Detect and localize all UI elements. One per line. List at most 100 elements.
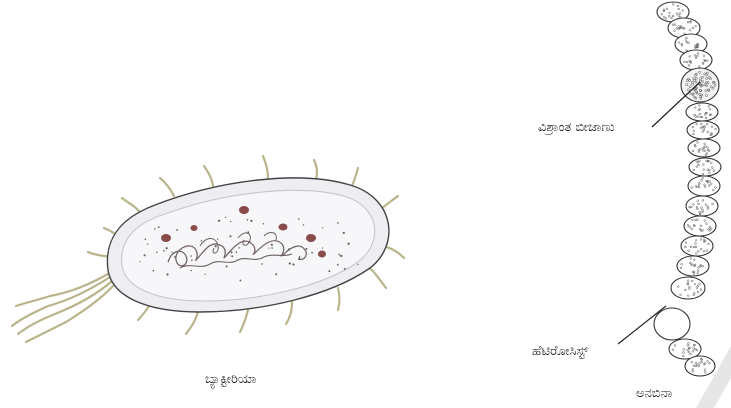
ribosome-dot <box>357 264 358 265</box>
watermark-mark <box>696 346 731 408</box>
ribosome-dot <box>337 264 339 266</box>
ribosome-dot <box>158 226 160 228</box>
ribosome-dot <box>226 265 228 267</box>
ribosome-dot <box>156 252 157 253</box>
flagellum <box>122 198 141 214</box>
ribosome-dot <box>204 274 205 275</box>
ribosome-dot <box>347 243 349 245</box>
ribosome-dot <box>218 220 220 222</box>
ribosome-dot <box>228 252 230 254</box>
akinete-label: ವಿಶ್ರಾಂತ ಬೀಜಾಣು <box>538 120 615 135</box>
ribosome-dot <box>230 221 231 222</box>
ribosome-dot <box>338 254 340 256</box>
ribosome-dot <box>311 252 313 254</box>
ribosome-dot <box>239 279 241 281</box>
akinete-cell <box>681 68 719 102</box>
anabaena-label: ಅನಬಿನಾ <box>636 386 672 401</box>
flagellum <box>314 160 317 180</box>
ribosome-dot <box>288 248 290 250</box>
ribosome-dot <box>144 254 146 256</box>
flagellum <box>160 178 174 196</box>
ribosome-dot <box>271 247 273 249</box>
vegetative-cell <box>677 256 709 276</box>
ribosome-dot <box>236 251 238 253</box>
vegetative-cell <box>686 103 718 121</box>
ribosome-dot <box>225 217 226 218</box>
ribosome-dot <box>230 251 232 253</box>
granule <box>161 234 171 242</box>
ribosome-dot <box>171 251 172 252</box>
ribosome-dot <box>298 218 300 220</box>
ribosome-dot <box>147 243 148 244</box>
ribosome-dot <box>271 244 273 246</box>
heterocyst-label: ಹೆಟಿರೋಸಿಸ್ಟ್ <box>532 344 588 359</box>
ribosome-dot <box>283 224 284 225</box>
vegetative-cell <box>689 158 721 176</box>
granule <box>279 224 288 231</box>
ribosome-dot <box>303 224 305 226</box>
vegetative-cell <box>685 356 715 376</box>
ribosome-dot <box>190 270 192 272</box>
vegetative-cell <box>680 50 712 70</box>
granule <box>191 225 198 231</box>
flagellum <box>338 288 340 310</box>
bacterium-illustration <box>12 156 404 342</box>
flagellum <box>370 268 386 288</box>
granule <box>318 251 326 258</box>
flagellum <box>240 310 248 332</box>
ribosome-dot <box>298 258 300 260</box>
ribosome-dot <box>166 273 168 275</box>
ribosome-dot <box>191 259 193 261</box>
ribosome-dot <box>238 247 240 249</box>
ribosome-dot <box>340 255 342 257</box>
ribosome-dot <box>268 247 269 248</box>
granule <box>239 206 249 214</box>
flagellum <box>26 284 115 342</box>
ribosome-dot <box>261 263 263 265</box>
ribosome-dot <box>344 268 346 270</box>
granule <box>306 234 316 242</box>
ribosome-dot <box>229 235 231 237</box>
ribosome-dot <box>201 240 202 241</box>
flagellum <box>263 156 268 178</box>
ribosome-dot <box>250 220 252 222</box>
flagellum <box>186 311 198 334</box>
ribosome-dot <box>176 229 178 231</box>
ribosome-dot <box>215 245 217 247</box>
heterocyst-cell <box>654 308 690 340</box>
ribosome-dot <box>322 227 323 228</box>
vegetative-cell <box>686 196 718 216</box>
vegetative-cell <box>681 236 713 256</box>
ribosome-dot <box>154 228 156 230</box>
ribosome-dot <box>165 247 167 249</box>
ribosome-dot <box>152 270 154 272</box>
ribosome-dot <box>231 255 233 257</box>
ribosome-dot <box>305 248 307 250</box>
vegetative-cell <box>688 139 720 157</box>
ribosome-dot <box>144 238 146 240</box>
ribosome-dot <box>217 238 218 239</box>
vegetative-cell <box>684 216 716 236</box>
ribosome-dot <box>247 219 249 221</box>
ribosome-dot <box>337 222 339 224</box>
ribosome-dot <box>163 250 165 252</box>
ribosome-dot <box>174 256 176 258</box>
ribosome-dot <box>322 247 323 248</box>
flagellum <box>286 302 292 324</box>
bacteria-label: ಬ್ಯಾಕ್ಟೀರಿಯಾ <box>205 372 256 387</box>
ribosome-dot <box>263 223 265 225</box>
ribosome-dot <box>292 263 294 265</box>
vegetative-cell <box>671 277 705 299</box>
ribosome-dot <box>190 255 192 257</box>
vegetative-cell <box>688 176 720 196</box>
anabaena-filament <box>654 2 721 376</box>
ribosome-dot <box>140 261 141 262</box>
flagellum <box>204 166 213 186</box>
ribosome-dot <box>275 273 277 275</box>
flagellum <box>18 281 112 334</box>
ribosome-dot <box>343 232 345 234</box>
ribosome-dot <box>309 241 311 243</box>
ribosome-dot <box>289 262 291 264</box>
ribosome-dot <box>247 231 249 233</box>
